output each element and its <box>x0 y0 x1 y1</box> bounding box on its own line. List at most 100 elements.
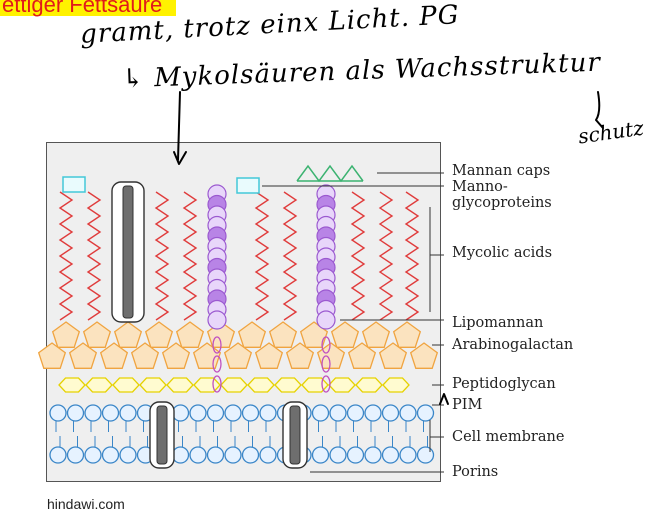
lipomannan-link <box>212 375 222 393</box>
porin-membrane-left-core <box>156 405 168 465</box>
arabinogalactan-unit <box>130 342 160 369</box>
arabinogalactan-unit <box>299 321 329 348</box>
peptidoglycan-unit <box>220 377 248 393</box>
arrow-to-schutz <box>595 91 604 129</box>
porin-outer-core <box>122 185 134 319</box>
phospholipid-head-inner <box>241 446 260 464</box>
label-mannan-caps: Mannan caps <box>452 163 551 179</box>
phospholipid-head-outer <box>119 404 137 422</box>
peptidoglycan-unit <box>85 377 113 393</box>
phospholipid-head-inner <box>84 446 102 464</box>
lipomannan-sugar <box>316 310 336 330</box>
label-peptidoglycan: Peptidoglycan <box>452 376 556 392</box>
mycolic-acid-chain <box>404 191 420 321</box>
phospholipid-head-inner <box>49 446 67 464</box>
mannan-cap-zigzag <box>296 164 364 183</box>
phospholipid-head-outer <box>311 404 330 422</box>
arabinogalactan-unit <box>330 321 360 348</box>
phospholipid-head-inner <box>189 446 207 464</box>
peptidoglycan-unit <box>139 377 167 393</box>
mycolic-acid-chain <box>378 191 394 321</box>
cell-membrane-layer <box>49 404 435 464</box>
peptidoglycan-unit <box>247 377 275 393</box>
arabinogalactan-unit <box>37 342 67 369</box>
source-credit: hindawi.com <box>47 496 125 512</box>
phospholipid-head-outer <box>381 404 400 422</box>
porin-membrane-right-core <box>289 405 301 465</box>
arabinogalactan-unit <box>51 321 81 348</box>
label-glycoproteins: glycoproteins <box>452 195 552 211</box>
peptidoglycan-unit <box>274 377 302 393</box>
phospholipid-head-outer <box>364 404 382 422</box>
mycolic-acid-chain <box>350 191 366 321</box>
arabinogalactan-unit <box>237 321 267 348</box>
phospholipid-head-outer <box>66 404 85 422</box>
arabinogalactan-unit <box>378 342 408 369</box>
arabinogalactan-unit <box>409 342 439 369</box>
mycolic-acid-chain <box>282 191 298 321</box>
arabinogalactan-unit <box>268 321 298 348</box>
phospholipid-head-inner <box>416 446 435 464</box>
phospholipid-head-inner <box>329 446 347 464</box>
phospholipid-head-outer <box>399 404 417 422</box>
label-manno: Manno- <box>452 179 508 195</box>
arrow-head-down <box>173 151 187 165</box>
mycolic-acid-chain <box>254 191 270 321</box>
peptidoglycan-layer <box>58 377 410 393</box>
label-porins: Porins <box>452 464 499 480</box>
label-cell-membrane: Cell membrane <box>452 429 565 445</box>
phospholipid-head-outer <box>84 404 102 422</box>
arabinogalactan-unit <box>285 342 315 369</box>
phospholipid-head-outer <box>241 404 260 422</box>
phospholipid-head-inner <box>119 446 137 464</box>
mycolic-acid-layer <box>58 191 420 321</box>
arabinogalactan-unit <box>68 342 98 369</box>
arabinogalactan-unit <box>113 321 143 348</box>
phospholipid-head-inner <box>171 446 190 464</box>
arabinogalactan-unit <box>347 342 377 369</box>
arabinogalactan-layer <box>37 321 439 369</box>
label-lipomannan: Lipomannan <box>452 315 544 331</box>
phospholipid-head-outer <box>189 404 207 422</box>
mycolic-acid-chain <box>58 191 74 321</box>
headline: ettiger Fettsäure <box>0 0 177 16</box>
arabinogalactan-unit <box>175 321 205 348</box>
phospholipid-head-inner <box>224 446 242 464</box>
phospholipid-head-outer <box>346 404 365 422</box>
phospholipid-head-outer <box>171 404 190 422</box>
peptidoglycan-unit <box>382 377 410 393</box>
lipomannan-sugar <box>207 310 227 330</box>
phospholipid-head-inner <box>381 446 400 464</box>
label-mycolic-acids: Mycolic acids <box>452 245 553 261</box>
lipomannan-link <box>321 375 331 393</box>
arabinogalactan-unit <box>99 342 129 369</box>
lipomannan-chains <box>207 184 336 393</box>
mannoglycoprotein-square <box>62 176 86 193</box>
phospholipid-head-outer <box>329 404 347 422</box>
peptidoglycan-unit <box>166 377 194 393</box>
phospholipid-head-inner <box>259 446 277 464</box>
phospholipid-head-outer <box>206 404 225 422</box>
phospholipid-head-inner <box>399 446 417 464</box>
peptidoglycan-unit <box>355 377 383 393</box>
phospholipid-head-outer <box>416 404 435 422</box>
lipomannan-link <box>212 355 222 373</box>
handwritten-arrows <box>173 91 604 405</box>
lipomannan-link <box>212 336 222 354</box>
phospholipid-head-inner <box>101 446 120 464</box>
arabinogalactan-unit <box>82 321 112 348</box>
mycolic-acid-chain <box>86 191 102 321</box>
peptidoglycan-unit <box>58 377 86 393</box>
peptidoglycan-unit <box>193 377 221 393</box>
phospholipid-head-outer <box>49 404 67 422</box>
lipomannan-link <box>321 355 331 373</box>
mannan-caps-and-glycoproteins <box>62 164 364 194</box>
phospholipid-head-inner <box>206 446 225 464</box>
arabinogalactan-unit <box>392 321 422 348</box>
label-arabinogalactan: Arabinogalactan <box>452 337 574 353</box>
porins <box>111 181 308 469</box>
arabinogalactan-unit <box>161 342 191 369</box>
arabinogalactan-unit <box>361 321 391 348</box>
